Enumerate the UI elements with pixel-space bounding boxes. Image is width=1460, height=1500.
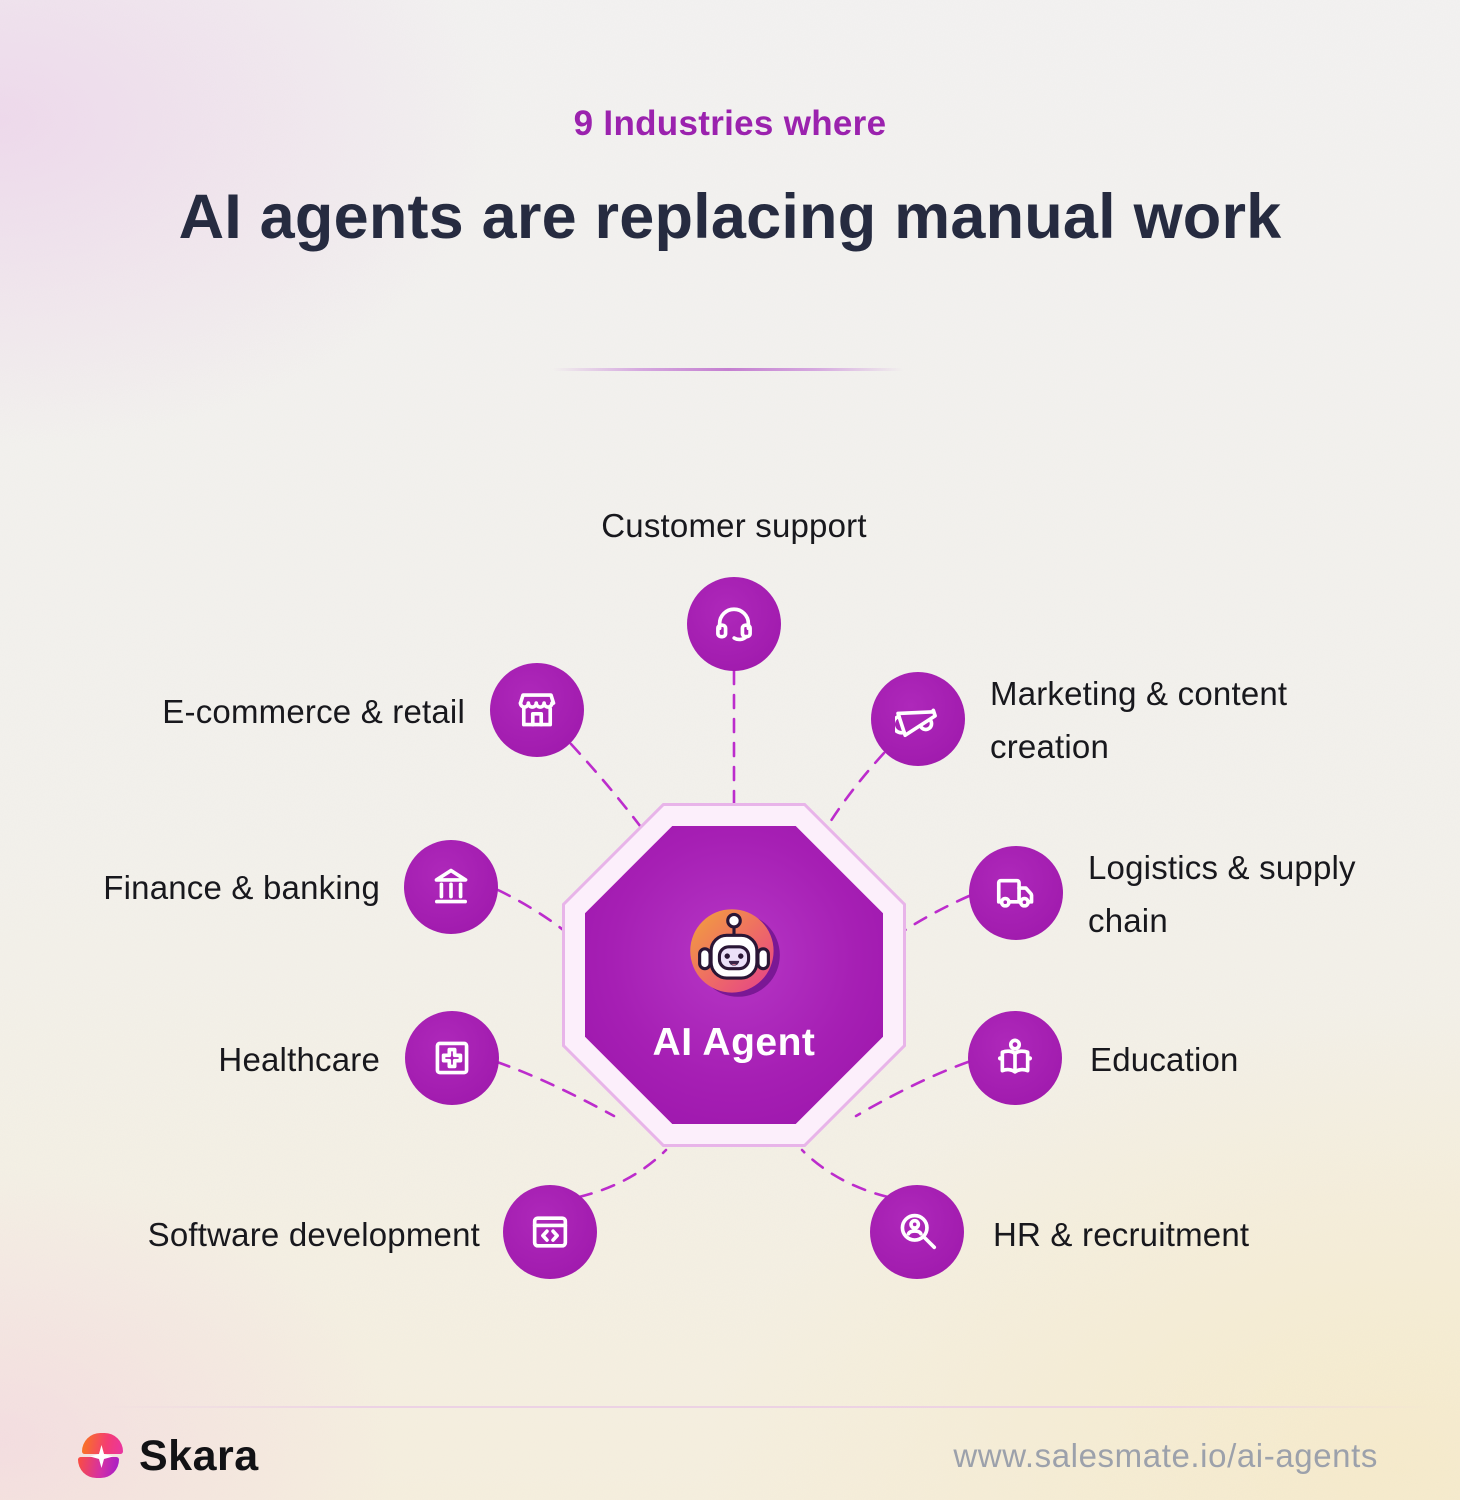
ai-agent-hub: AI Agent [562,803,906,1147]
brand-logo: Skara [78,1432,259,1481]
skara-logo-icon [78,1433,125,1480]
label-finance-banking: Finance & banking [103,869,380,906]
infographic-subtitle: 9 Industries where [573,104,887,143]
footer-divider [95,1406,1435,1408]
label-software-development: Software development [147,1216,480,1253]
megaphone-icon [871,672,965,766]
label-education: Education [1090,1041,1239,1078]
title-divider [553,368,903,371]
medical-cross-icon [405,1011,499,1105]
headset-icon [687,577,781,671]
label-ecommerce-retail: E-commerce & retail [162,693,465,730]
magnifier-person-icon [870,1185,964,1279]
storefront-icon [490,663,584,757]
bank-icon [404,840,498,934]
infographic-title: AI agents are replacing manual work [178,182,1282,252]
brand-name: Skara [139,1432,259,1480]
robot-face-icon [690,909,780,997]
label-hr-recruitment: HR & recruitment [993,1216,1250,1253]
hub-label: AI Agent [652,1021,816,1064]
label-healthcare: Healthcare [218,1041,380,1078]
footer-url: www.salesmate.io/ai-agents [953,1437,1378,1474]
label-marketing-content: Marketing & content creation [990,675,1288,765]
label-customer-support: Customer support [601,507,867,544]
truck-icon [969,846,1063,940]
label-logistics-supply: Logistics & supply chain [1088,849,1356,939]
person-reading-icon [968,1011,1062,1105]
code-window-icon [503,1185,597,1279]
